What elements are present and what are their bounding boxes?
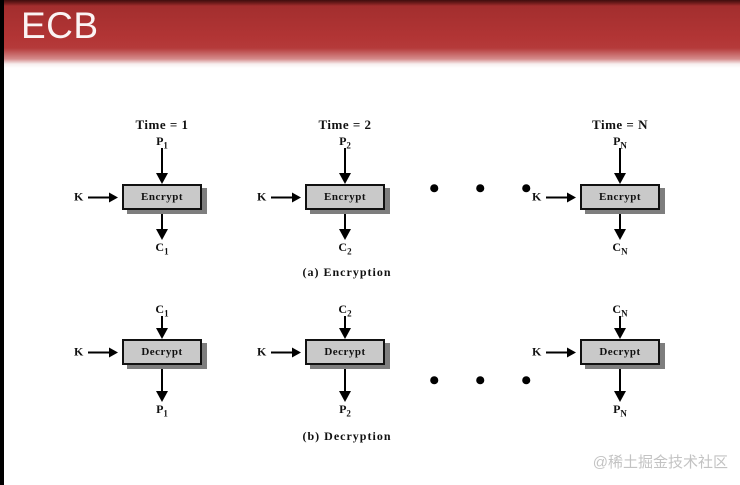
ellipsis-dots: • • •	[429, 172, 546, 205]
slide-title: ECB	[21, 5, 99, 46]
right-arrow-icon	[88, 192, 119, 202]
output-label: C1	[155, 240, 169, 257]
key-input: K	[532, 344, 577, 360]
output-subscript: 1	[164, 246, 169, 257]
output-subscript: 1	[163, 408, 168, 419]
watermark: @稀土掘金技术社区	[592, 454, 728, 471]
down-arrow-icon	[339, 210, 351, 240]
key-input: K	[74, 344, 119, 360]
encryption-unit-1: Time = 1 P1 K Encrypt C1	[72, 117, 252, 257]
output-subscript: 2	[346, 408, 351, 419]
input-label: C1	[155, 302, 169, 319]
encryption-caption: (a) Encryption	[302, 265, 392, 279]
time-label: Time = N	[592, 117, 648, 132]
encrypt-box: Encrypt	[122, 184, 202, 210]
decrypt-box: Decrypt	[122, 339, 202, 365]
output-letter: C	[612, 240, 622, 254]
input-subscript: 1	[163, 140, 168, 151]
left-border	[0, 0, 4, 485]
decrypt-box: Decrypt	[305, 339, 385, 365]
key-label: K	[532, 189, 542, 204]
input-letter: P	[339, 134, 347, 148]
decryption-caption: (b) Decryption	[302, 429, 392, 443]
decrypt-box: Decrypt	[580, 339, 660, 365]
down-arrow-icon	[156, 210, 168, 240]
input-label: P2	[339, 134, 351, 151]
encrypt-box: Encrypt	[305, 184, 385, 210]
input-label: PN	[613, 134, 627, 151]
encrypt-box: Encrypt	[580, 184, 660, 210]
key-label: K	[257, 344, 267, 359]
input-label: CN	[612, 302, 628, 319]
down-arrow-icon	[339, 316, 351, 339]
input-label: C2	[338, 302, 352, 319]
output-subscript: N	[621, 246, 628, 257]
output-letter: C	[155, 240, 165, 254]
input-letter: P	[156, 134, 164, 148]
input-letter: C	[612, 302, 622, 316]
output-label: P1	[156, 402, 168, 419]
ellipsis-dots: • • •	[429, 364, 546, 397]
down-arrow-icon	[614, 148, 626, 184]
down-arrow-icon	[339, 365, 351, 402]
input-subscript: N	[620, 140, 627, 151]
output-letter: P	[339, 402, 347, 416]
right-arrow-icon	[271, 192, 302, 202]
slide-header: ECB	[0, 0, 740, 68]
down-arrow-icon	[614, 365, 626, 402]
output-label: PN	[613, 402, 627, 419]
key-label: K	[257, 189, 267, 204]
input-letter: P	[613, 134, 621, 148]
down-arrow-icon	[339, 148, 351, 184]
right-arrow-icon	[546, 347, 577, 357]
output-subscript: 2	[347, 246, 352, 257]
input-letter: C	[338, 302, 348, 316]
decryption-unit-2: C2 K Decrypt P2	[255, 302, 435, 419]
input-subscript: 2	[347, 308, 352, 319]
key-input: K	[74, 189, 119, 205]
input-label: P1	[156, 134, 168, 151]
key-label: K	[74, 344, 84, 359]
input-subscript: 2	[346, 140, 351, 151]
right-arrow-icon	[271, 347, 302, 357]
key-input: K	[257, 189, 302, 205]
output-letter: C	[338, 240, 348, 254]
down-arrow-icon	[614, 210, 626, 240]
right-arrow-icon	[88, 347, 119, 357]
output-label: C2	[338, 240, 352, 257]
input-subscript: N	[621, 308, 628, 319]
time-label: Time = 2	[318, 117, 372, 132]
down-arrow-icon	[156, 316, 168, 339]
output-label: CN	[612, 240, 628, 257]
down-arrow-icon	[614, 316, 626, 339]
output-letter: P	[156, 402, 164, 416]
key-label: K	[532, 344, 542, 359]
down-arrow-icon	[156, 365, 168, 402]
key-input: K	[532, 189, 577, 205]
right-arrow-icon	[546, 192, 577, 202]
down-arrow-icon	[156, 148, 168, 184]
output-letter: P	[613, 402, 621, 416]
output-subscript: N	[620, 408, 627, 419]
output-label: P2	[339, 402, 351, 419]
key-input: K	[257, 344, 302, 360]
input-letter: C	[155, 302, 165, 316]
encryption-unit-2: Time = 2 P2 K Encrypt C2	[255, 117, 435, 257]
decryption-unit-1: C1 K Decrypt P1	[72, 302, 252, 419]
input-subscript: 1	[164, 308, 169, 319]
key-label: K	[74, 189, 84, 204]
decryption-unit-n: CN K Decrypt PN	[530, 302, 710, 419]
encryption-unit-n: Time = N PN K Encrypt CN	[530, 117, 710, 257]
time-label: Time = 1	[135, 117, 189, 132]
